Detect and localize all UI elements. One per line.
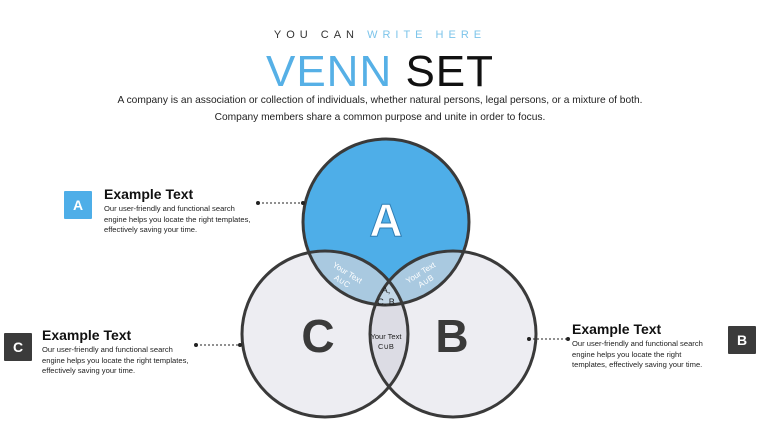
center-line2: C, B: [377, 297, 395, 307]
intersect-cb-line1: Your Text: [371, 332, 403, 341]
outline-a: [301, 137, 471, 307]
title-part2: SET: [405, 47, 495, 96]
outline-c: [240, 249, 410, 419]
connector-b-dot-right: [566, 337, 570, 341]
page-title: VENN SET: [0, 46, 760, 98]
connector-c-dot-right: [238, 343, 242, 347]
callout-a-body: Our user-friendly and functional search …: [104, 204, 251, 234]
connector-a-dot-left: [256, 201, 260, 205]
set-label-b: B: [435, 310, 468, 362]
kicker-part2: WRITE HERE: [367, 29, 487, 41]
callout-b-title: Example Text: [572, 321, 662, 337]
callout-a-title: Example Text: [104, 186, 194, 202]
overlap-ac: [303, 251, 408, 305]
callout-c-body: Our user-friendly and functional search …: [42, 345, 189, 375]
callout-c: Example Text Our user-friendly and funct…: [42, 327, 192, 377]
set-label-a: A: [369, 194, 402, 246]
badge-b: B: [728, 326, 756, 354]
connector-b-dot-left: [527, 337, 531, 341]
callout-a: Example Text Our user-friendly and funct…: [104, 186, 254, 236]
badge-a: A: [64, 191, 92, 219]
connector-a-dot-right: [301, 201, 305, 205]
callout-b-body: Our user-friendly and functional search …: [572, 339, 703, 369]
center-line1: A,: [382, 285, 391, 295]
intersect-cb-line2: C∪B: [378, 342, 394, 351]
badge-c: C: [4, 333, 32, 361]
set-label-c: C: [301, 310, 334, 362]
outline-b: [368, 249, 538, 419]
kicker: YOU CAN WRITE HERE: [0, 29, 760, 41]
connector-c-dot-left: [194, 343, 198, 347]
overlap-ab: [370, 251, 469, 305]
callout-c-title: Example Text: [42, 327, 132, 343]
callout-b: Example Text Our user-friendly and funct…: [572, 321, 717, 371]
description: A company is an association or collectio…: [117, 95, 643, 123]
title-part1: VENN: [265, 47, 393, 96]
kicker-part1: YOU CAN: [273, 29, 359, 41]
